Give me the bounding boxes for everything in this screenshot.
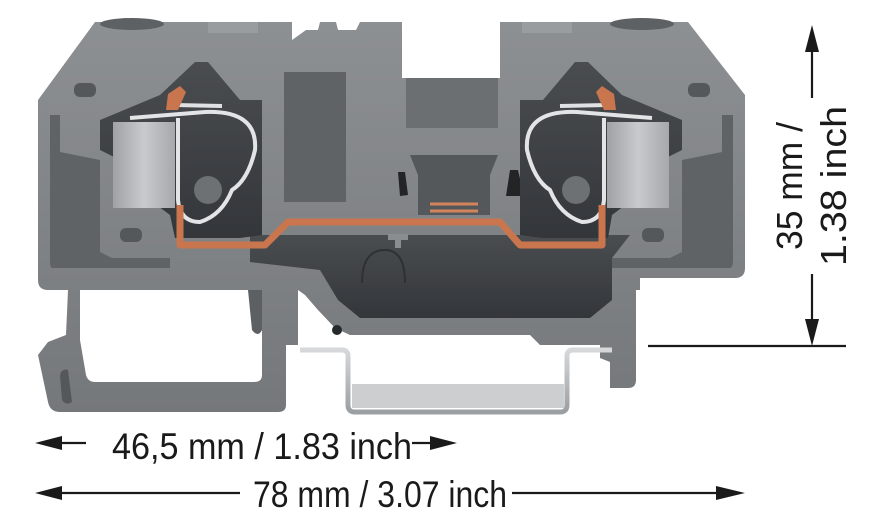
right-clamp-plate [607,122,669,208]
slot-right-top [688,83,710,97]
release-hole [332,325,342,335]
arrow-left-icon [35,486,62,500]
dim-label-height-line2: 1.38 inch [813,106,854,266]
dimension-height: 35 mm / 1.38 inch [648,25,854,348]
left-foot-opening [80,290,262,382]
mounting-feet [60,290,262,404]
copper-busbar [176,205,606,249]
lower-cavity-arch [361,248,406,284]
arrow-right-icon [716,486,745,500]
left-spring-pivot [194,176,222,204]
left-entry-hole [100,18,164,30]
din-rail-base [352,384,564,408]
right-entry-hole [610,18,674,30]
right-spring-top [559,103,608,108]
arrow-up-icon [805,25,819,52]
arrow-left-icon [35,436,62,450]
center-bridge-block [406,78,498,128]
center-upper-cavity [284,72,346,202]
center-left-notch [398,172,408,196]
right-release-slot [522,22,572,33]
left-outer-channel [50,115,170,268]
right-outer-channel [612,115,733,268]
center-right-notch [506,170,524,196]
left-copper-tab [166,86,186,110]
left-foot-latch-slot [60,369,72,404]
slot-right-bottom [642,228,664,242]
dim-label-total: 78 mm / 3.07 inch [253,474,507,515]
dim-label-height-line1: 35 mm / [769,122,810,250]
dimension-width-partial: 46,5 mm / 1.83 inch [35,426,457,467]
din-rail [300,347,612,415]
dimension-width-total: 78 mm / 3.07 inch [35,474,745,515]
left-clamp-plate [113,122,175,208]
slot-left-bottom [120,228,142,242]
center-bridge-recess [410,155,498,215]
lower-cavity [250,235,630,318]
left-hook-tab [248,290,262,334]
right-clamp-unit [520,62,682,238]
slot-left-top [74,83,96,97]
dim-label-partial: 46,5 mm / 1.83 inch [112,426,412,467]
t-marker [388,234,408,248]
left-spring-top [174,103,223,108]
left-leaf-spring [129,109,258,224]
right-leaf-spring [524,109,653,224]
right-spring-pivot [562,176,590,204]
arrow-right-icon [430,436,457,450]
arrow-down-icon [805,319,819,346]
left-release-slot [208,22,258,33]
left-clamp-unit [100,62,262,238]
right-copper-tab [596,86,616,110]
